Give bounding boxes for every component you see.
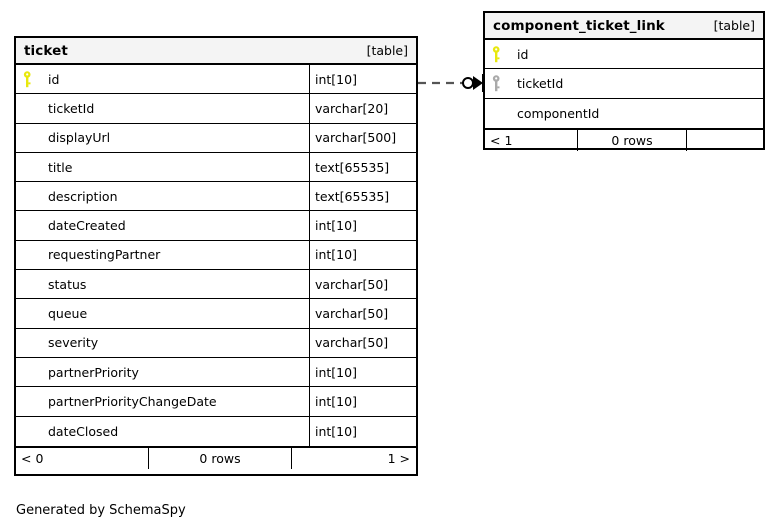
entity-column-row[interactable]: id (485, 40, 763, 70)
entity-column-row[interactable]: id int[10] (16, 65, 416, 95)
primary-key-glyph (492, 45, 500, 62)
column-name-cell: description (16, 182, 309, 210)
entity-column-row[interactable]: requestingPartner int[10] (16, 240, 416, 271)
column-name-cell: ticketId (16, 94, 309, 122)
entity-table-component-ticket-link[interactable]: component_ticket_link [table] id ticketId… (483, 11, 765, 151)
column-name-label: requestingPartner (48, 247, 161, 263)
entity-type-tag: [table] (366, 43, 408, 58)
column-type-cell: varchar[50] (309, 299, 416, 328)
column-name-cell: id (485, 40, 758, 68)
column-name-cell: title (16, 153, 309, 181)
column-name-label: description (48, 188, 118, 204)
column-name-label: partnerPriority (48, 364, 139, 380)
column-name-label: id (48, 71, 60, 87)
column-name-cell: queue (16, 299, 309, 327)
column-type-cell: int[10] (309, 240, 416, 270)
entity-column-row[interactable]: severity varchar[50] (16, 328, 416, 358)
footer-next-link[interactable]: 1 > (387, 450, 410, 466)
entity-column-row[interactable]: displayUrl varchar[500] (16, 123, 416, 153)
entity-header-component-ticket-link: component_ticket_link [table] (485, 13, 763, 40)
column-type-cell (758, 40, 763, 68)
column-name-label: ticketId (517, 75, 564, 91)
cardinality-zero-circle (462, 77, 474, 89)
column-type-cell: varchar[50] (309, 328, 416, 357)
relationship-connector-ticket-to-component-ticket-link (418, 74, 484, 92)
column-name-cell: status (16, 270, 309, 298)
column-name-label: title (48, 159, 73, 175)
column-name-cell: ticketId (485, 69, 758, 97)
column-type-cell: varchar[50] (309, 270, 416, 299)
column-name-label: severity (48, 335, 99, 351)
footer-row-count: 0 rows (148, 447, 292, 469)
entity-column-row[interactable]: partnerPriorityChangeDate int[10] (16, 387, 416, 417)
column-type-cell: varchar[20] (309, 94, 416, 123)
column-type-cell: int[10] (309, 65, 416, 94)
column-type-cell: varchar[500] (309, 123, 416, 152)
entity-title: ticket (24, 42, 68, 59)
column-type-cell: int[10] (309, 357, 416, 387)
entity-title: component_ticket_link (493, 17, 665, 34)
column-name-cell: dateClosed (16, 417, 309, 446)
entity-column-list-ticket: id int[10] ticketId varchar[20] displayUrl va… (16, 65, 416, 446)
column-name-cell: requestingPartner (16, 241, 309, 269)
entity-column-row[interactable]: status varchar[50] (16, 270, 416, 300)
column-name-label: status (48, 276, 87, 292)
cardinality-many-crowsfoot (473, 76, 483, 90)
entity-column-row[interactable]: dateCreated int[10] (16, 211, 416, 241)
column-name-cell: severity (16, 329, 309, 357)
column-name-cell: displayUrl (16, 124, 309, 152)
column-type-cell: int[10] (309, 211, 416, 240)
entity-column-row[interactable]: ticketId varchar[20] (16, 94, 416, 124)
footer-row-count: 0 rows (577, 129, 687, 151)
entity-column-row[interactable]: description text[65535] (16, 182, 416, 212)
entity-column-row[interactable]: dateClosed int[10] (16, 416, 416, 446)
column-name-cell: componentId (485, 99, 758, 128)
entity-type-tag: [table] (713, 18, 755, 33)
column-type-cell: int[10] (309, 387, 416, 416)
entity-column-list-component-ticket-link: id ticketId componentId (485, 40, 763, 128)
column-name-cell: dateCreated (16, 211, 309, 239)
column-type-cell: int[10] (309, 416, 416, 446)
entity-column-row[interactable]: ticketId (485, 69, 763, 99)
foreign-key-icon (491, 75, 517, 92)
column-name-label: partnerPriorityChangeDate (48, 393, 217, 409)
column-name-cell: id (16, 65, 309, 93)
column-name-label: displayUrl (48, 130, 111, 146)
footer-next-link[interactable] (687, 130, 763, 151)
entity-column-row[interactable]: componentId (485, 99, 763, 128)
column-name-cell: partnerPriority (16, 358, 309, 386)
entity-header-ticket: ticket [table] (16, 38, 416, 65)
entity-column-row[interactable]: queue varchar[50] (16, 299, 416, 329)
column-type-cell: text[65535] (309, 152, 416, 182)
footer-prev-link[interactable]: < 1 (490, 132, 513, 148)
column-type-cell (758, 69, 763, 97)
foreign-key-glyph (492, 75, 500, 92)
column-name-label: dateClosed (48, 423, 119, 439)
primary-key-glyph (23, 70, 31, 87)
primary-key-icon (491, 45, 517, 63)
entity-column-row[interactable]: partnerPriority int[10] (16, 357, 416, 388)
column-name-label: queue (48, 306, 88, 322)
entity-footer-ticket: < 0 0 rows 1 > (16, 445, 416, 469)
generated-by-caption: Generated by SchemaSpy (16, 503, 186, 518)
column-name-label: ticketId (48, 100, 95, 116)
column-name-label: componentId (517, 105, 600, 121)
entity-column-row[interactable]: title text[65535] (16, 152, 416, 183)
column-name-cell: partnerPriorityChangeDate (16, 387, 309, 415)
column-type-cell (758, 99, 763, 128)
entity-footer-component-ticket-link: < 1 0 rows (485, 127, 763, 151)
column-name-label: dateCreated (48, 218, 126, 234)
column-name-label: id (517, 46, 529, 62)
footer-prev-link[interactable]: < 0 (21, 450, 44, 466)
entity-table-ticket[interactable]: ticket [table] id int[10] ticketId varchar[… (14, 36, 418, 476)
primary-key-icon (22, 70, 48, 88)
column-type-cell: text[65535] (309, 182, 416, 211)
